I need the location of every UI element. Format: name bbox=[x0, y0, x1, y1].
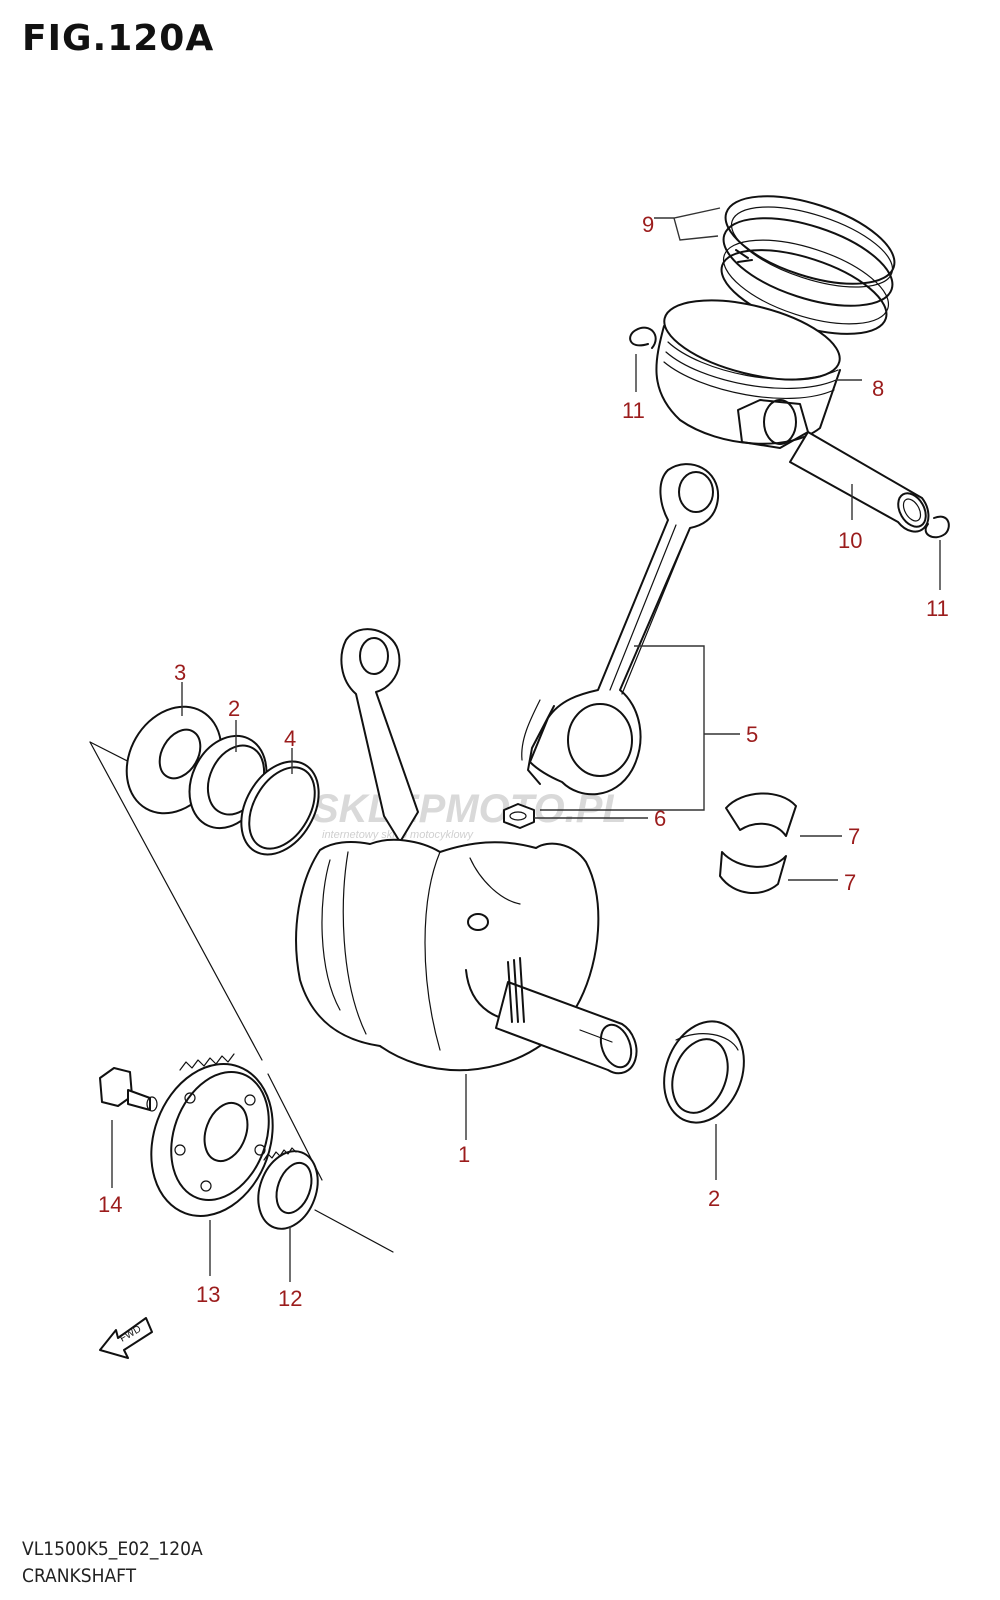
callout-6: 6 bbox=[654, 806, 666, 831]
connecting-rod-part bbox=[521, 463, 720, 796]
figure-title: FIG.120A bbox=[22, 18, 215, 59]
callout-11-right: 11 bbox=[926, 596, 949, 621]
piston-pin-clip-part bbox=[924, 515, 950, 539]
rod-nut-part bbox=[503, 803, 535, 829]
bolt-part bbox=[99, 1067, 158, 1112]
callout-13: 13 bbox=[196, 1282, 220, 1307]
callout-numbers: 9 8 11 10 11 3 2 4 5 6 7 7 1 2 14 13 12 bbox=[98, 212, 949, 1311]
callout-9: 9 bbox=[642, 212, 654, 237]
seal-ring-part bbox=[240, 760, 320, 856]
callout-14: 14 bbox=[98, 1192, 122, 1217]
callout-8: 8 bbox=[872, 376, 884, 401]
conrod-bearing-part bbox=[725, 792, 797, 837]
small-gear-part bbox=[257, 1147, 319, 1230]
piston-rings-part bbox=[720, 195, 896, 335]
callout-2-right: 2 bbox=[708, 1186, 720, 1211]
piston-pin-clip-part bbox=[629, 326, 657, 349]
section-name: CRANKSHAFT bbox=[22, 1565, 137, 1587]
conrod-bearing-part bbox=[719, 851, 787, 895]
callout-1: 1 bbox=[458, 1142, 470, 1167]
callout-3: 3 bbox=[174, 660, 186, 685]
callout-leaders bbox=[111, 207, 941, 1282]
crankshaft-part bbox=[295, 838, 638, 1075]
connecting-rod-part bbox=[340, 628, 419, 843]
callout-11-top: 11 bbox=[622, 398, 645, 423]
model-code: VL1500K5_E02_120A bbox=[22, 1538, 203, 1560]
callout-10: 10 bbox=[838, 528, 862, 553]
callout-12: 12 bbox=[278, 1286, 302, 1311]
watermark: SKLEPMOTO.PL internetowy sklep motocyklo… bbox=[312, 787, 627, 841]
callout-5: 5 bbox=[746, 722, 758, 747]
callout-2-left: 2 bbox=[228, 696, 240, 721]
callout-7-upper: 7 bbox=[848, 824, 860, 849]
piston-part bbox=[655, 299, 841, 449]
primary-gear-part bbox=[150, 1053, 274, 1217]
piston-pin-part bbox=[789, 431, 930, 533]
forward-direction-arrow: FWD bbox=[99, 1317, 153, 1359]
watermark-text: SKLEPMOTO.PL bbox=[312, 787, 627, 831]
callout-4: 4 bbox=[284, 726, 296, 751]
callout-7-lower: 7 bbox=[844, 870, 856, 895]
main-bearing-part bbox=[663, 1020, 745, 1124]
